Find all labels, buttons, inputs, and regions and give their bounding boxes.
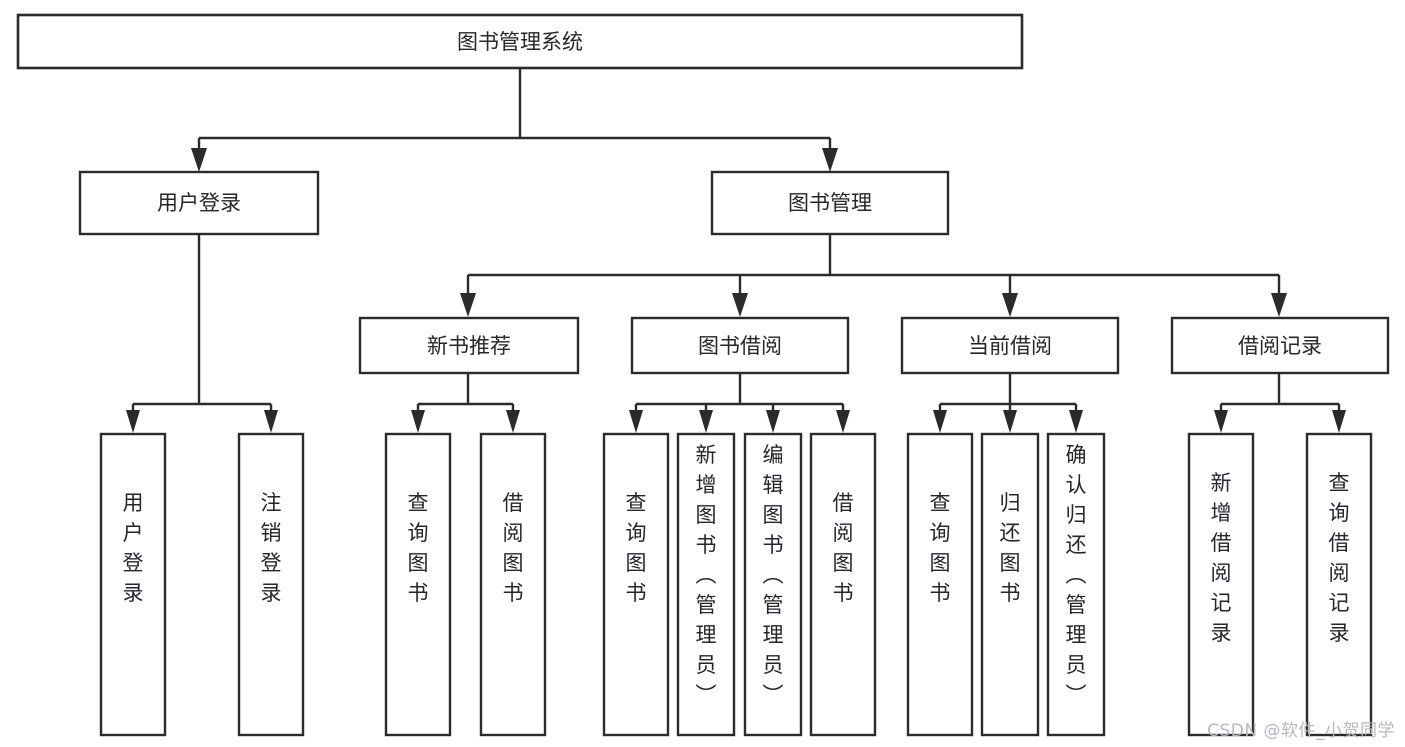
- node-leaf-borrow-book-1-box[interactable]: [479, 432, 547, 737]
- node-leaf-logout-login[interactable]: 注销登录: [237, 432, 305, 737]
- node-leaf-return-book-label: 归还图书: [1000, 491, 1021, 605]
- node-leaf-query-record-label: 查询借阅记录: [1329, 471, 1350, 645]
- arrow-head-leaf-borrow-book-2: [836, 410, 850, 433]
- node-book-borrow[interactable]: 图书借阅: [630, 316, 850, 375]
- node-leaf-logout-login-label: 注销登录: [261, 491, 282, 605]
- node-leaf-return-book[interactable]: 归还图书: [980, 432, 1040, 737]
- node-leaf-user-login-box[interactable]: [99, 432, 167, 737]
- node-new-book-recommend[interactable]: 新书推荐: [358, 316, 580, 375]
- arrow-head-new-book-recommend: [460, 293, 476, 317]
- node-leaf-confirm-return-box[interactable]: [1046, 432, 1106, 737]
- node-user-login[interactable]: 用户登录: [78, 170, 320, 236]
- node-leaf-query-book-3-label: 查询图书: [930, 491, 951, 605]
- node-root-box[interactable]: [16, 13, 1024, 70]
- arrow-head-book-borrow: [732, 293, 748, 317]
- node-leaf-add-book-box[interactable]: [676, 432, 736, 737]
- arrow-head-borrow-record: [1271, 293, 1287, 317]
- node-leaf-borrow-book-1[interactable]: 借阅图书: [479, 432, 547, 737]
- arrow-head-leaf-return-book: [1003, 410, 1017, 433]
- node-root-label: 图书管理系统: [457, 30, 583, 54]
- node-book-manage-box[interactable]: [710, 170, 950, 236]
- node-leaf-edit-book-box[interactable]: [743, 432, 803, 737]
- arrow-head-leaf-borrow-book-1: [506, 410, 520, 433]
- node-new-book-recommend-label: 新书推荐: [427, 334, 511, 358]
- node-borrow-record-label: 借阅记录: [1238, 334, 1322, 358]
- node-book-borrow-label: 图书借阅: [698, 334, 782, 358]
- node-leaf-query-book-1[interactable]: 查询图书: [384, 432, 452, 737]
- arrow-head-leaf-query-book-1: [411, 410, 425, 433]
- arrow-head-leaf-add-book: [699, 410, 713, 433]
- node-current-borrow[interactable]: 当前借阅: [900, 316, 1120, 375]
- node-leaf-query-book-2-box[interactable]: [602, 432, 670, 737]
- node-leaf-query-book-2[interactable]: 查询图书: [602, 432, 670, 737]
- node-borrow-record-box[interactable]: [1170, 316, 1390, 375]
- node-book-borrow-box[interactable]: [630, 316, 850, 375]
- node-leaf-add-record[interactable]: 新增借阅记录: [1187, 432, 1255, 737]
- node-leaf-user-login-label: 用户登录: [123, 491, 144, 605]
- node-leaf-borrow-book-2-label: 借阅图书: [833, 491, 854, 605]
- arrow-head-leaf-add-record: [1214, 410, 1228, 433]
- arrow-head-leaf-query-book-3: [933, 410, 947, 433]
- node-leaf-confirm-return[interactable]: 确认归还︵管理员︶: [1046, 432, 1106, 737]
- arrow-head-user-login: [191, 148, 207, 172]
- node-leaf-query-book-3[interactable]: 查询图书: [906, 432, 974, 737]
- node-user-login-label: 用户登录: [157, 191, 241, 215]
- node-leaf-query-record-box[interactable]: [1305, 432, 1373, 737]
- leaf-node-group: 用户登录 注销登录 查询图书 借阅图书 查询图书 新增图书︵管理员︶: [99, 432, 1373, 737]
- node-leaf-add-book[interactable]: 新增图书︵管理员︶: [676, 432, 736, 737]
- node-leaf-borrow-book-1-label: 借阅图书: [503, 491, 524, 605]
- node-root[interactable]: 图书管理系统: [16, 13, 1024, 70]
- node-leaf-query-record[interactable]: 查询借阅记录: [1305, 432, 1373, 737]
- node-borrow-record[interactable]: 借阅记录: [1170, 316, 1390, 375]
- arrow-head-book-manage: [822, 148, 838, 172]
- node-book-manage[interactable]: 图书管理: [710, 170, 950, 236]
- arrow-head-leaf-logout-login: [264, 410, 278, 433]
- connector-group: [126, 68, 1346, 433]
- node-leaf-return-book-box[interactable]: [980, 432, 1040, 737]
- node-leaf-query-book-2-label: 查询图书: [626, 491, 647, 605]
- node-leaf-query-book-1-label: 查询图书: [408, 491, 429, 605]
- node-leaf-query-book-3-box[interactable]: [906, 432, 974, 737]
- node-current-borrow-box[interactable]: [900, 316, 1120, 375]
- node-user-login-box[interactable]: [78, 170, 320, 236]
- node-current-borrow-label: 当前借阅: [968, 334, 1052, 358]
- arrow-head-leaf-query-record: [1332, 410, 1346, 433]
- arrow-head-leaf-confirm-return: [1069, 410, 1083, 433]
- node-leaf-confirm-return-label: 确认归还︵管理员︶: [1066, 443, 1087, 707]
- arrow-head-leaf-edit-book: [766, 410, 780, 433]
- node-leaf-edit-book[interactable]: 编辑图书︵管理员︶: [743, 432, 803, 737]
- node-leaf-add-book-label: 新增图书︵管理员︶: [696, 443, 717, 707]
- node-leaf-query-book-1-box[interactable]: [384, 432, 452, 737]
- arrow-head-current-borrow: [1002, 293, 1018, 317]
- node-leaf-edit-book-label: 编辑图书︵管理员︶: [763, 443, 784, 707]
- node-new-book-recommend-box[interactable]: [358, 316, 580, 375]
- node-leaf-logout-login-box[interactable]: [237, 432, 305, 737]
- node-leaf-add-record-box[interactable]: [1187, 432, 1255, 737]
- arrow-head-leaf-user-login: [126, 410, 140, 433]
- node-leaf-borrow-book-2[interactable]: 借阅图书: [809, 432, 877, 737]
- node-leaf-user-login[interactable]: 用户登录: [99, 432, 167, 737]
- arrow-head-leaf-query-book-2: [629, 410, 643, 433]
- node-leaf-borrow-book-2-box[interactable]: [809, 432, 877, 737]
- node-leaf-add-record-label: 新增借阅记录: [1211, 471, 1232, 645]
- node-book-manage-label: 图书管理: [788, 191, 872, 215]
